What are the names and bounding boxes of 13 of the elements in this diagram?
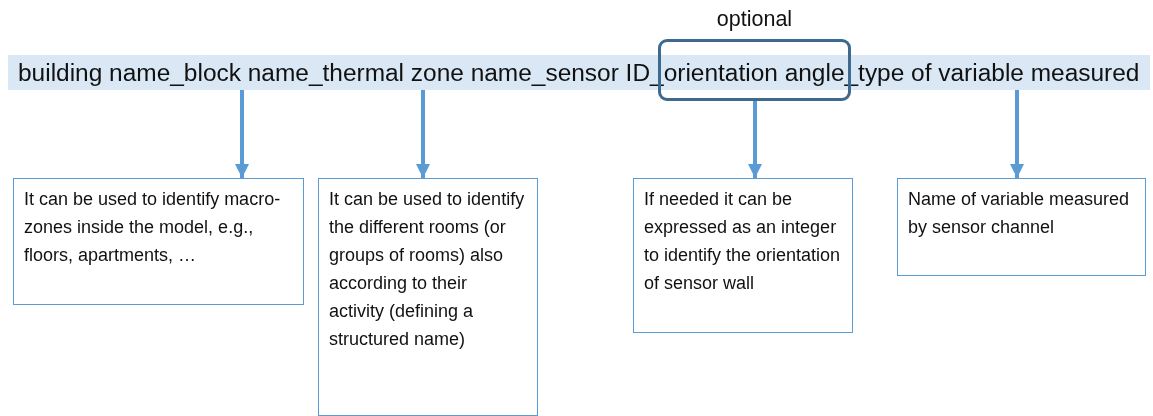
description-box bbox=[897, 178, 1146, 276]
description-text: If needed it can be expressed as an integer to identify the orientation of sensor wall bbox=[644, 189, 841, 293]
description-text: It can be used to identify macro-zones inside the model, e.g., floors, apartments, … bbox=[24, 189, 281, 265]
arrow bbox=[1010, 90, 1024, 178]
description-box bbox=[633, 178, 853, 333]
description-box bbox=[318, 178, 538, 416]
arrow bbox=[235, 90, 249, 178]
description-text: Name of variable measured by sensor channel bbox=[908, 189, 1130, 237]
description-text: It can be used to identify the different rooms (or groups of rooms) also according to their activity (defining a structured name) bbox=[329, 189, 525, 349]
arrow bbox=[416, 90, 430, 178]
optional-label: optional bbox=[716, 7, 793, 31]
arrow bbox=[748, 101, 762, 178]
description-box bbox=[13, 178, 304, 305]
